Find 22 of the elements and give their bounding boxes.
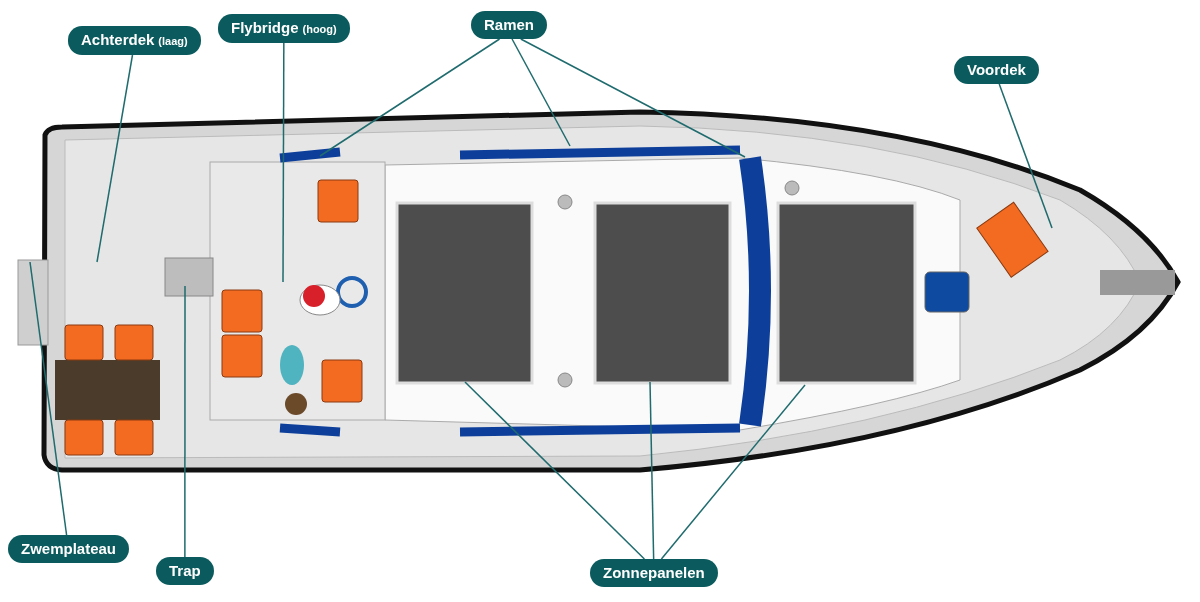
leader-line [96,54,134,263]
leader-line [511,38,571,147]
leader-line [29,261,68,536]
callout-label: Zwemplateau [8,535,130,563]
label-text: Flybridge [231,19,299,36]
note-text: (hoog) [302,23,337,35]
note-text: (laag) [158,35,188,47]
leader-line [282,42,285,283]
label-text: Achterdek [81,31,155,48]
leader-line [660,384,806,560]
callout-label: Zonnepanelen [590,559,718,587]
leader-line [184,285,186,558]
leader-line [464,381,646,560]
leader-line [520,38,746,158]
leader-line [998,83,1053,229]
callout-label: Trap [156,557,214,585]
leader-line [649,381,655,560]
callout-label: Ramen [471,11,548,39]
leader-line [319,38,501,157]
callout-label [68,26,201,55]
callout-label [218,14,350,43]
callout-label: Voordek [954,56,1039,84]
